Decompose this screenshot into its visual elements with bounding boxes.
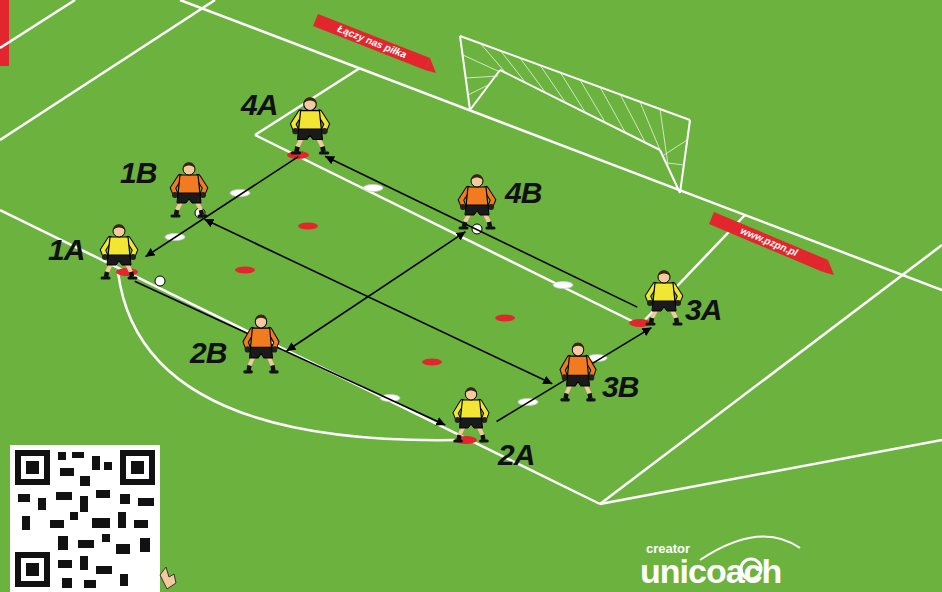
player: 4B <box>453 172 501 230</box>
player: 4A <box>285 95 335 155</box>
player-label: 3A <box>685 295 721 325</box>
player-figure <box>448 385 494 443</box>
player-label: 4A <box>241 90 277 120</box>
player-figure <box>555 340 601 402</box>
player: 3B <box>555 340 601 402</box>
pass-arrow <box>135 281 446 425</box>
player-figure <box>165 160 213 218</box>
player-figure <box>238 312 284 374</box>
logo-text: unicoach <box>640 554 781 588</box>
player-figure <box>95 222 143 280</box>
player: 2A <box>448 385 494 443</box>
player-figure <box>640 268 688 326</box>
player: 2B <box>238 312 284 374</box>
pass-arrow <box>325 156 637 307</box>
player-label: 1A <box>48 235 84 265</box>
player: 3A <box>640 268 688 326</box>
player-label: 2A <box>498 440 534 470</box>
player: 1B <box>165 160 213 218</box>
player-label: 1B <box>120 158 156 188</box>
player: 1A <box>95 222 143 280</box>
pass-arrow <box>287 232 466 351</box>
pass-arrow <box>204 219 552 383</box>
pass-arrow <box>497 328 652 422</box>
player-label: 4B <box>505 178 541 208</box>
player-label: 2B <box>190 338 226 368</box>
player-figure <box>453 172 501 230</box>
player-figure <box>285 95 335 155</box>
player-label: 3B <box>602 372 638 402</box>
pass-arrow <box>146 157 299 257</box>
